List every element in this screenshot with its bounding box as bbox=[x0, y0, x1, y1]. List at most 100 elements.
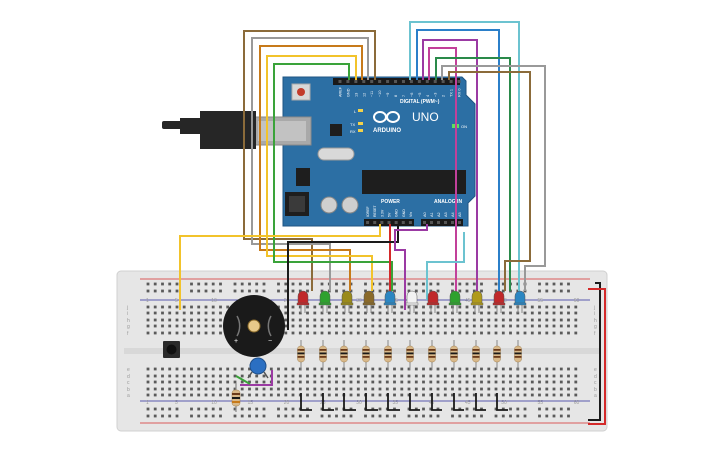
breadboard-hole bbox=[146, 393, 150, 397]
crystal-oscillator bbox=[317, 147, 355, 161]
breadboard-hole bbox=[175, 374, 179, 378]
breadboard-hole bbox=[313, 393, 317, 397]
breadboard-hole bbox=[422, 380, 425, 384]
breadboard-hole bbox=[204, 305, 208, 309]
breadboard-hole bbox=[233, 380, 237, 384]
breadboard-rail-hole bbox=[378, 282, 382, 286]
breadboard-rail-hole bbox=[545, 282, 549, 286]
breadboard-rail-hole bbox=[335, 282, 338, 286]
breadboard-hole bbox=[451, 367, 454, 371]
digital-pin-label: TX 1 bbox=[450, 89, 454, 97]
breadboard-hole bbox=[349, 387, 353, 391]
breadboard-hole bbox=[465, 331, 469, 335]
potentiometer-knob bbox=[249, 357, 267, 375]
breadboard-hole bbox=[407, 380, 411, 384]
row-letter: b bbox=[127, 387, 130, 393]
breadboard-hole bbox=[349, 380, 353, 384]
breadboard-hole bbox=[429, 331, 433, 335]
breadboard-hole bbox=[523, 324, 527, 328]
breadboard-hole bbox=[146, 331, 150, 335]
breadboard-rail-hole bbox=[284, 289, 288, 293]
breadboard-hole bbox=[313, 305, 317, 309]
breadboard-rail-hole bbox=[436, 289, 440, 293]
breadboard-hole bbox=[277, 380, 280, 384]
breadboard-hole bbox=[574, 305, 578, 309]
breadboard-rail-hole bbox=[219, 289, 222, 293]
breadboard-hole bbox=[487, 367, 491, 371]
breadboard-rail-hole bbox=[255, 282, 259, 286]
breadboard-hole bbox=[494, 387, 498, 391]
breadboard-hole bbox=[472, 393, 476, 397]
breadboard-hole bbox=[175, 380, 179, 384]
led bbox=[470, 290, 484, 313]
breadboard-hole bbox=[407, 367, 411, 371]
breadboard-hole bbox=[480, 367, 483, 371]
potentiometer[interactable] bbox=[247, 357, 269, 379]
breadboard-hole bbox=[487, 311, 491, 315]
breadboard-hole bbox=[523, 380, 527, 384]
breadboard-hole bbox=[190, 305, 193, 309]
breadboard-hole bbox=[197, 367, 201, 371]
breadboard-hole bbox=[393, 324, 396, 328]
breadboard-hole bbox=[313, 311, 317, 315]
breadboard-hole bbox=[161, 374, 164, 378]
header-pin bbox=[401, 221, 405, 224]
breadboard-hole bbox=[451, 331, 454, 335]
row-letter: a bbox=[594, 393, 597, 399]
breadboard-hole bbox=[153, 331, 157, 335]
breadboard-hole bbox=[327, 331, 331, 335]
breadboard-hole bbox=[414, 318, 418, 322]
breadboard-rail-hole bbox=[414, 289, 418, 293]
buzzer-resistor bbox=[231, 383, 241, 412]
breadboard-rail-hole bbox=[393, 414, 396, 418]
breadboard-rail-hole bbox=[545, 407, 549, 411]
breadboard-hole bbox=[538, 311, 541, 315]
breadboard-rail-hole bbox=[472, 282, 476, 286]
breadboard-hole bbox=[349, 331, 353, 335]
capacitor-1 bbox=[320, 196, 338, 214]
breadboard-rail-hole bbox=[190, 414, 193, 418]
center-channel bbox=[124, 348, 600, 354]
push-button[interactable] bbox=[163, 341, 180, 358]
breadboard-hole bbox=[356, 393, 360, 397]
led-row bbox=[296, 290, 527, 313]
breadboard-hole bbox=[465, 387, 469, 391]
breadboard-hole bbox=[226, 380, 230, 384]
breadboard-hole bbox=[552, 311, 556, 315]
breadboard-rail-hole bbox=[335, 414, 338, 418]
breadboard-hole bbox=[393, 393, 396, 397]
column-number: 35 bbox=[393, 400, 399, 406]
breadboard-rail-hole bbox=[559, 414, 563, 418]
breadboard-hole bbox=[161, 324, 164, 328]
breadboard-hole bbox=[414, 393, 418, 397]
digital-header-label: DIGITAL (PWM~) bbox=[400, 99, 440, 105]
wire-pin6-led10 bbox=[416, 29, 500, 291]
breadboard-hole bbox=[277, 393, 280, 397]
breadboard-rail-hole bbox=[545, 414, 549, 418]
row-letter: c bbox=[594, 380, 597, 386]
breadboard-hole bbox=[161, 331, 164, 335]
breadboard-hole bbox=[204, 367, 208, 371]
breadboard-rail-hole bbox=[458, 407, 462, 411]
breadboard-hole bbox=[451, 380, 454, 384]
breadboard-rail-hole bbox=[567, 282, 570, 286]
breadboard-hole bbox=[190, 311, 193, 315]
breadboard-hole bbox=[284, 318, 288, 322]
led bbox=[492, 290, 506, 313]
breadboard-rail-hole bbox=[291, 282, 295, 286]
tx-led bbox=[358, 122, 363, 125]
breadboard-hole bbox=[458, 324, 462, 328]
breadboard-rail-hole bbox=[211, 282, 215, 286]
breadboard-hole bbox=[298, 318, 302, 322]
breadboard-hole bbox=[407, 311, 411, 315]
breadboard-hole bbox=[494, 331, 498, 335]
led bbox=[405, 290, 419, 313]
breadboard-hole bbox=[393, 374, 396, 378]
piezo-buzzer: + − bbox=[223, 295, 285, 357]
breadboard-rail-hole bbox=[552, 282, 556, 286]
breadboard-hole bbox=[320, 387, 324, 391]
breadboard-hole bbox=[407, 387, 411, 391]
breadboard-hole bbox=[559, 324, 563, 328]
breadboard-hole bbox=[465, 380, 469, 384]
breadboard-hole bbox=[494, 324, 498, 328]
